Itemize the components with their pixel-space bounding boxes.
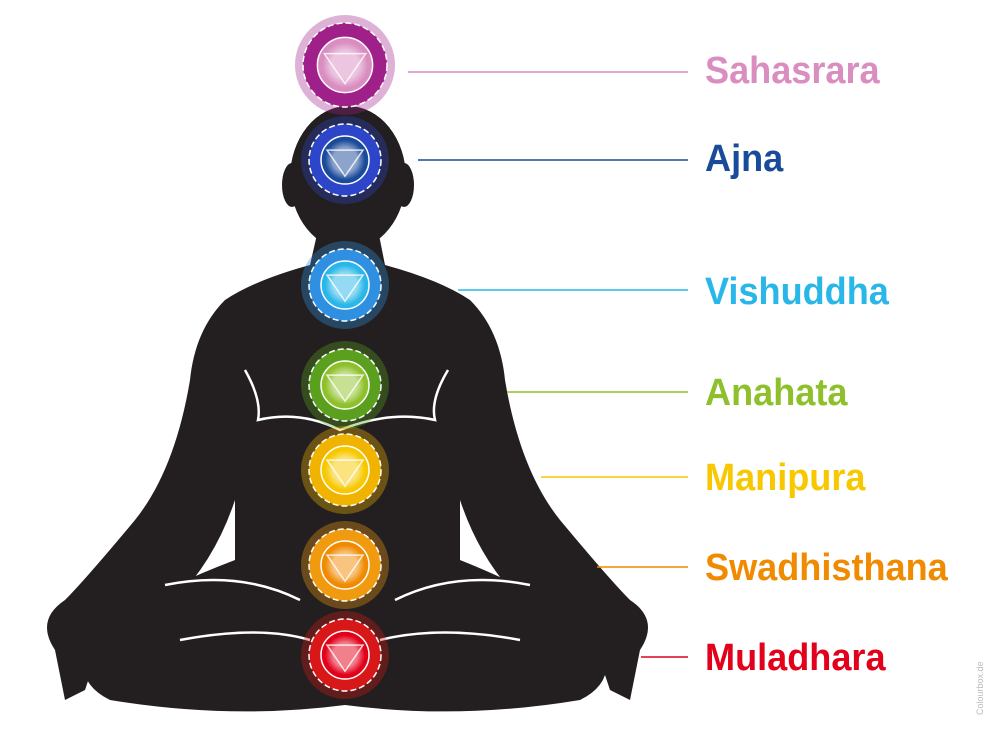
sahasrara-label: Sahasrara bbox=[705, 50, 880, 92]
body-contour-lines bbox=[164, 369, 531, 642]
swadhisthana-chakra-symbol bbox=[301, 521, 389, 609]
ajna-label: Ajna bbox=[705, 138, 784, 180]
ajna-chakra-symbol bbox=[301, 116, 389, 204]
manipura-label: Manipura bbox=[705, 457, 866, 499]
vishuddha-label: Vishuddha bbox=[705, 271, 889, 313]
watermark: Colourbox.de bbox=[975, 661, 985, 715]
manipura-chakra-symbol bbox=[301, 426, 389, 514]
vishuddha-chakra-symbol bbox=[301, 241, 389, 329]
anahata-chakra-symbol bbox=[301, 341, 389, 429]
anahata-label: Anahata bbox=[705, 372, 848, 414]
sahasrara-chakra-symbol bbox=[295, 15, 395, 115]
muladhara-label: Muladhara bbox=[705, 637, 886, 679]
swadhisthana-label: Swadhisthana bbox=[705, 547, 948, 589]
muladhara-chakra-symbol bbox=[301, 611, 389, 699]
